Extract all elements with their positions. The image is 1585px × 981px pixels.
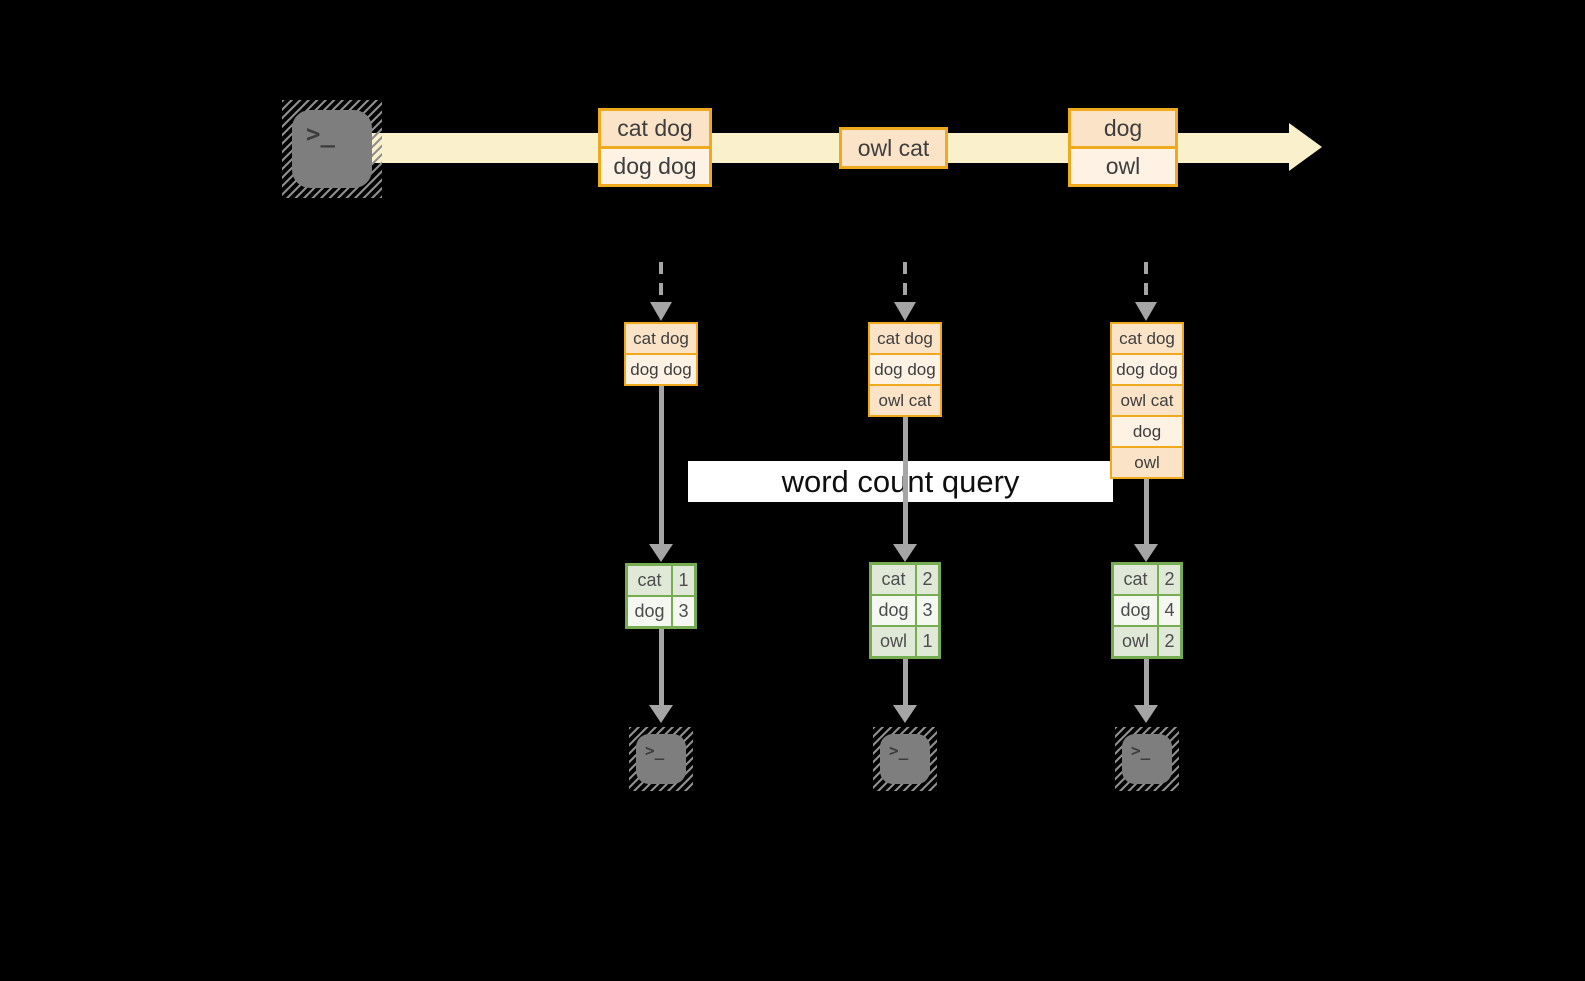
count-value-cell: 4 <box>1159 596 1180 625</box>
flow-line-2b <box>903 657 908 706</box>
stream-batch-2: owl cat <box>839 127 948 169</box>
dashed-arrow-3 <box>1144 262 1148 304</box>
count-row: cat 2 <box>1114 565 1180 594</box>
flow-arrowhead-3b <box>1134 705 1158 723</box>
state-record: cat dog <box>870 324 940 353</box>
flow-line-3a <box>1144 476 1149 545</box>
state-record: cat dog <box>1112 324 1182 353</box>
flow-arrowhead-2b <box>893 705 917 723</box>
terminal-prompt-glyph: >_ <box>292 110 372 188</box>
count-word-cell: dog <box>628 597 673 626</box>
count-row: owl 2 <box>1114 625 1180 656</box>
count-value-cell: 3 <box>917 596 938 625</box>
terminal-prompt-glyph: >_ <box>1122 734 1172 784</box>
state-record: dog dog <box>626 353 696 384</box>
stream-arrowhead <box>1289 123 1322 171</box>
count-value-cell: 3 <box>673 597 694 626</box>
dashed-arrow-1 <box>659 262 663 304</box>
count-value-cell: 2 <box>1159 627 1180 656</box>
flow-arrowhead-2a <box>893 544 917 562</box>
count-table-1: cat 1 dog 3 <box>625 563 697 629</box>
count-row: cat 1 <box>628 566 694 595</box>
count-table-2: cat 2 dog 3 owl 1 <box>869 562 941 659</box>
flow-line-1b <box>659 628 664 706</box>
count-word-cell: cat <box>1114 565 1159 594</box>
count-word-cell: owl <box>872 627 917 656</box>
count-word-cell: cat <box>872 565 917 594</box>
state-buffer-2: cat dog dog dog owl cat <box>868 322 942 417</box>
count-row: dog 4 <box>1114 594 1180 625</box>
count-value-cell: 1 <box>673 566 694 595</box>
flow-arrowhead-1a <box>649 544 673 562</box>
flow-line-1a <box>659 385 664 545</box>
stream-batch-1: cat dog dog dog <box>598 108 712 187</box>
state-record: cat dog <box>626 324 696 353</box>
state-buffer-1: cat dog dog dog <box>624 322 698 386</box>
dashed-arrowhead-2 <box>894 302 916 321</box>
stream-record: dog <box>1071 111 1175 146</box>
count-value-cell: 1 <box>917 627 938 656</box>
terminal-output-icon-3: >_ <box>1115 727 1179 791</box>
dashed-arrow-2 <box>903 262 907 304</box>
state-record: owl <box>1112 446 1182 477</box>
stream-record: owl cat <box>842 130 945 166</box>
count-table-3: cat 2 dog 4 owl 2 <box>1111 562 1183 659</box>
terminal-prompt-glyph: >_ <box>636 734 686 784</box>
stream-record: dog dog <box>601 146 709 184</box>
count-row: owl 1 <box>872 625 938 656</box>
dashed-arrowhead-3 <box>1135 302 1157 321</box>
count-word-cell: dog <box>872 596 917 625</box>
count-row: cat 2 <box>872 565 938 594</box>
state-record: dog <box>1112 415 1182 446</box>
stream-batch-3: dog owl <box>1068 108 1178 187</box>
count-row: dog 3 <box>872 594 938 625</box>
state-record: dog dog <box>870 353 940 384</box>
state-buffer-3: cat dog dog dog owl cat dog owl <box>1110 322 1184 479</box>
terminal-prompt-glyph: >_ <box>880 734 930 784</box>
query-label: word count query <box>688 461 1113 502</box>
count-word-cell: dog <box>1114 596 1159 625</box>
flow-line-3b <box>1144 657 1149 706</box>
state-record: owl cat <box>1112 384 1182 415</box>
state-record: owl cat <box>870 384 940 415</box>
count-value-cell: 2 <box>917 565 938 594</box>
flow-arrowhead-1b <box>649 705 673 723</box>
count-word-cell: owl <box>1114 627 1159 656</box>
count-value-cell: 2 <box>1159 565 1180 594</box>
stream-record: cat dog <box>601 111 709 146</box>
terminal-output-icon-2: >_ <box>873 727 937 791</box>
state-record: dog dog <box>1112 353 1182 384</box>
terminal-output-icon-1: >_ <box>629 727 693 791</box>
flow-line-2a <box>903 416 908 545</box>
flow-arrowhead-3a <box>1134 544 1158 562</box>
count-row: dog 3 <box>628 595 694 626</box>
stream-record: owl <box>1071 146 1175 184</box>
terminal-source-icon: >_ <box>282 100 382 198</box>
dashed-arrowhead-1 <box>650 302 672 321</box>
count-word-cell: cat <box>628 566 673 595</box>
